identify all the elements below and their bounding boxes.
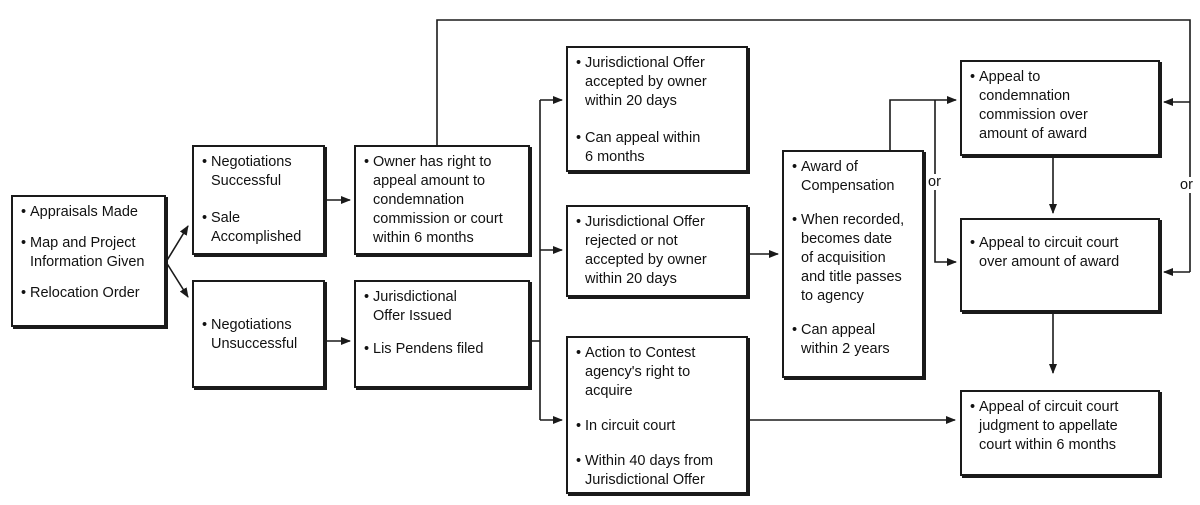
bullet-marker: • <box>970 235 976 251</box>
bullet-item: •Appeal to condemnation commission over … <box>970 68 1150 144</box>
box-jurisdictional-offer-issued: •Jurisdictional Offer Issued•Lis Pendens… <box>354 280 530 388</box>
bullet-text: Owner has right to appeal amount to cond… <box>373 154 503 246</box>
bullet-text: Negotiations Successful <box>211 154 292 189</box>
bullet-item: •Jurisdictional Offer accepted by owner … <box>576 54 738 111</box>
bullet-item: •Owner has right to appeal amount to con… <box>364 153 520 248</box>
bullet-text: Appeal to condemnation commission over a… <box>979 69 1088 142</box>
bullet-text: Award of Compensation <box>801 159 895 194</box>
bullet-marker: • <box>202 154 208 170</box>
bullet-marker: • <box>576 345 582 361</box>
box-appeal-condemnation: •Appeal to condemnation commission over … <box>960 60 1160 156</box>
bullet-marker: • <box>576 418 582 434</box>
bullet-marker: • <box>576 130 582 146</box>
bullet-marker: • <box>21 204 27 220</box>
line-top-route <box>436 19 1191 272</box>
bullet-item: •Can appeal within 6 months <box>576 129 738 167</box>
bullet-marker: • <box>202 317 208 333</box>
bullet-item: •In circuit court <box>576 417 738 436</box>
bullet-text: Jurisdictional Offer rejected or not acc… <box>585 214 707 287</box>
bullet-text: Negotiations Unsuccessful <box>211 317 298 352</box>
bullet-text: When recorded, becomes date of acquisiti… <box>801 212 905 304</box>
bullet-text: In circuit court <box>585 418 676 434</box>
box-action-to-contest: •Action to Contest agency's right to acq… <box>566 336 748 494</box>
bullet-marker: • <box>576 55 582 71</box>
box-owner-right: •Owner has right to appeal amount to con… <box>354 145 530 255</box>
line-award-to-condemnation <box>889 96 957 150</box>
bullet-marker: • <box>792 159 798 175</box>
bullet-item: •Appraisals Made <box>21 203 156 222</box>
bullet-marker: • <box>792 322 798 338</box>
box-jurisdictional-offer-accepted: •Jurisdictional Offer accepted by owner … <box>566 46 748 172</box>
bullet-text: Map and Project Information Given <box>30 235 145 270</box>
bullet-item: •Award of Compensation <box>792 158 914 196</box>
box-appeal-circuit-court: •Appeal to circuit court over amount of … <box>960 218 1160 312</box>
bullet-marker: • <box>792 212 798 228</box>
bullet-marker: • <box>576 453 582 469</box>
bullet-text: Sale Accomplished <box>211 210 302 245</box>
bullet-marker: • <box>970 399 976 415</box>
bullet-text: Can appeal within 2 years <box>801 322 890 357</box>
bullet-item: •Negotiations Unsuccessful <box>202 316 315 354</box>
bullet-marker: • <box>21 235 27 251</box>
bullet-item: •Within 40 days from Jurisdictional Offe… <box>576 452 738 490</box>
bullet-text: Within 40 days from Jurisdictional Offer <box>585 453 714 488</box>
bullet-item: •Negotiations Successful <box>202 153 315 191</box>
box-negotiations-successful: •Negotiations Successful•Sale Accomplish… <box>192 145 325 255</box>
box-appraisals: •Appraisals Made•Map and Project Informa… <box>11 195 166 327</box>
line-award-to-circuit <box>934 100 957 266</box>
bullet-text: Appeal to circuit court over amount of a… <box>979 235 1120 270</box>
bullet-text: Appraisals Made <box>30 204 138 220</box>
arrow-appraisals-to-successful <box>165 225 189 263</box>
bullet-item: •Sale Accomplished <box>202 209 315 247</box>
bullet-marker: • <box>21 285 27 301</box>
bullet-marker: • <box>364 154 370 170</box>
bullet-item: •When recorded, becomes date of acquisit… <box>792 211 914 306</box>
bullet-text: Lis Pendens filed <box>373 341 484 357</box>
bullet-item: •Jurisdictional Offer Issued <box>364 288 520 326</box>
bullet-item: •Jurisdictional Offer rejected or not ac… <box>576 213 738 289</box>
bullet-text: Relocation Order <box>30 285 140 301</box>
bullet-item: •Lis Pendens filed <box>364 340 520 359</box>
bullet-marker: • <box>364 341 370 357</box>
box-negotiations-unsuccessful: •Negotiations Unsuccessful <box>192 280 325 388</box>
bullet-text: Action to Contest agency's right to acqu… <box>585 345 696 399</box>
or-label-right: or <box>1180 177 1193 193</box>
bullet-item: •Appeal of circuit court judgment to app… <box>970 398 1150 455</box>
bullet-item: •Map and Project Information Given <box>21 234 156 272</box>
or-label-left: or <box>928 174 941 190</box>
bullet-marker: • <box>970 69 976 85</box>
bullet-marker: • <box>202 210 208 226</box>
bullet-text: Jurisdictional Offer Issued <box>373 289 457 324</box>
bullet-text: Appeal of circuit court judgment to appe… <box>979 399 1119 453</box>
box-appeal-appellate: •Appeal of circuit court judgment to app… <box>960 390 1160 476</box>
bullet-item: •Can appeal within 2 years <box>792 321 914 359</box>
bullet-text: Can appeal within 6 months <box>585 130 701 165</box>
bullet-item: •Relocation Order <box>21 284 156 303</box>
box-jurisdictional-offer-rejected: •Jurisdictional Offer rejected or not ac… <box>566 205 748 297</box>
bullet-item: •Appeal to circuit court over amount of … <box>970 234 1150 272</box>
arrow-appraisals-to-unsuccessful <box>165 261 189 298</box>
bullet-text: Jurisdictional Offer accepted by owner w… <box>585 55 707 109</box>
bullet-marker: • <box>364 289 370 305</box>
box-award-of-compensation: •Award of Compensation•When recorded, be… <box>782 150 924 378</box>
bullet-marker: • <box>576 214 582 230</box>
bullet-item: •Action to Contest agency's right to acq… <box>576 344 738 401</box>
